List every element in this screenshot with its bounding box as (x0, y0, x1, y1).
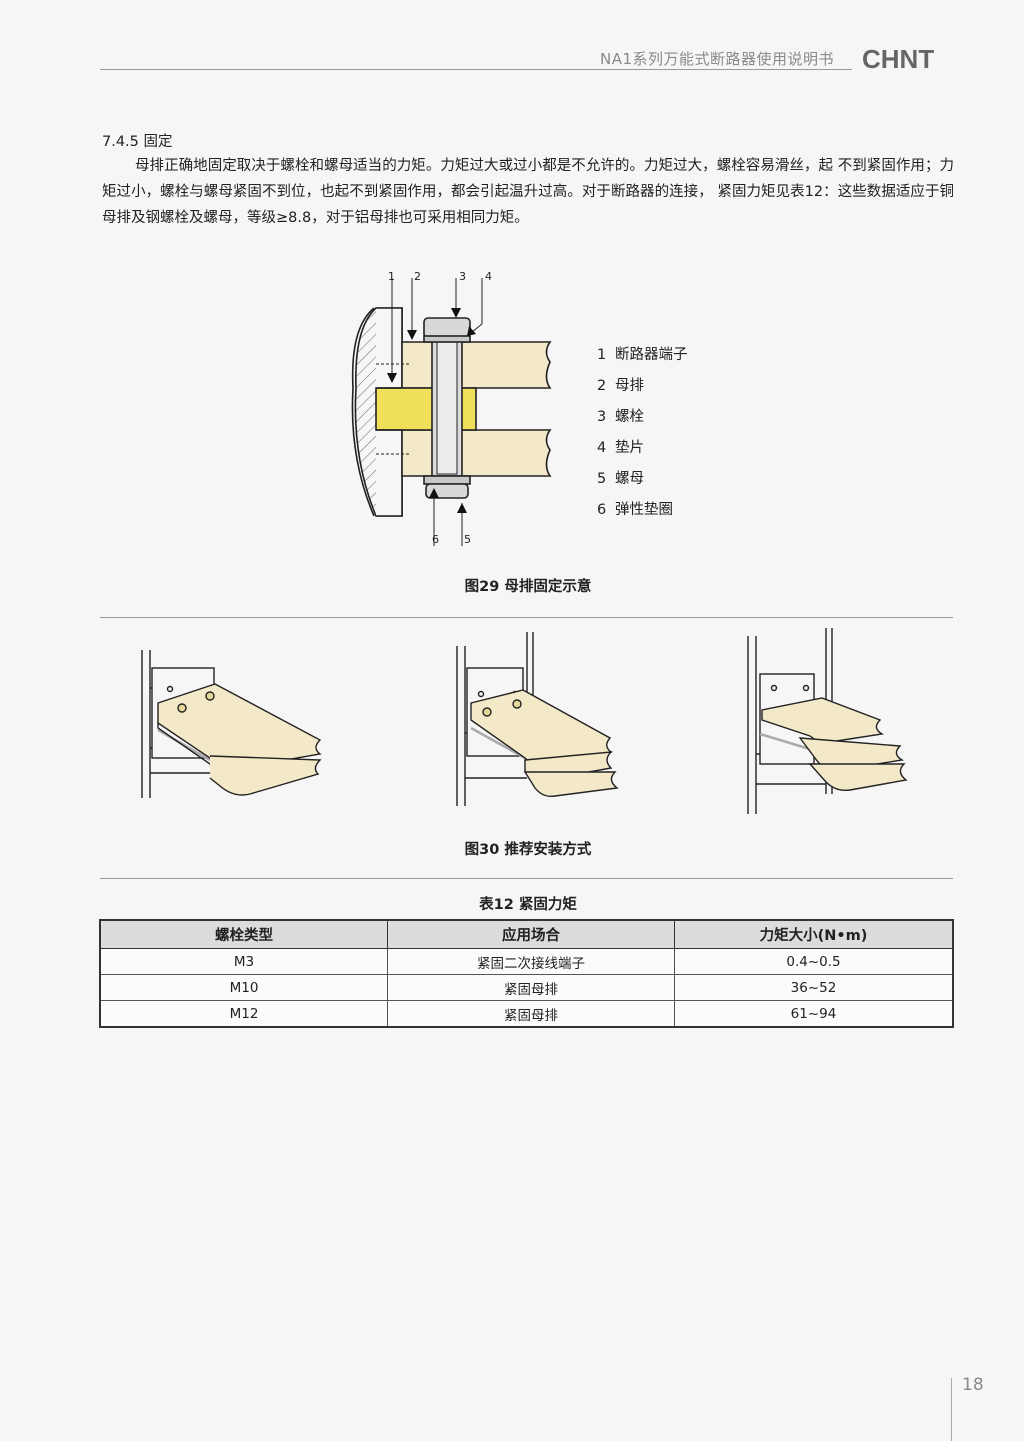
column-header: 螺栓类型 (99, 919, 388, 949)
table-cell: 36~52 (674, 974, 954, 1001)
torque-table: 螺栓类型 应用场合 力矩大小(N•m) M3 紧固二次接线端子 0.4~0.5 … (99, 919, 954, 1028)
section-heading: 7.4.5 固定 (102, 134, 173, 150)
document-title: NA1系列万能式断路器使用说明书 (600, 50, 835, 68)
callout-1: 1 (388, 270, 395, 283)
busbar-fixing-diagram (351, 278, 552, 546)
header-divider (100, 69, 852, 70)
brand-logo: CHNT (862, 44, 935, 74)
table-cell: 紧固母排 (387, 974, 675, 1001)
table12-caption: 表12 紧固力矩 (479, 897, 577, 913)
table-cell: 61~94 (674, 1000, 954, 1028)
table-cell: M12 (99, 1000, 388, 1028)
divider (100, 878, 953, 879)
section-paragraph: 母排正确地固定取决于螺栓和螺母适当的力矩。力矩过大或过小都是不允许的。力矩过大，… (102, 153, 954, 231)
table-cell: 0.4~0.5 (674, 948, 954, 975)
installation-illustration-3 (747, 628, 908, 814)
figure30-caption: 图30 推荐安装方式 (464, 842, 592, 858)
page-number-divider (951, 1378, 952, 1441)
table-row: M12 紧固母排 61~94 (99, 1000, 954, 1028)
column-header: 应用场合 (387, 919, 675, 949)
paragraph-text: 母排正确地固定取决于螺栓和螺母适当的力矩。力矩过大或过小都是不允许的。力矩过大，… (102, 158, 954, 226)
callout-6: 6 (432, 533, 439, 546)
callout-4: 4 (485, 270, 492, 283)
callout-5: 5 (464, 533, 471, 546)
callout-2: 2 (414, 270, 421, 283)
column-header: 力矩大小(N•m) (674, 919, 954, 949)
table-cell: 紧固二次接线端子 (387, 948, 675, 975)
table-header-row: 螺栓类型 应用场合 力矩大小(N•m) (99, 919, 954, 949)
installation-illustration-2 (456, 632, 619, 806)
figure29-caption: 图29 母排固定示意 (464, 579, 592, 595)
table-cell: 紧固母排 (387, 1000, 675, 1028)
table-row: M3 紧固二次接线端子 0.4~0.5 (99, 948, 954, 975)
table-cell: M10 (99, 974, 388, 1001)
divider (100, 617, 953, 618)
table-row: M10 紧固母排 36~52 (99, 974, 954, 1001)
installation-illustration-1 (141, 650, 322, 798)
page-number: 18 (962, 1375, 984, 1395)
table-cell: M3 (99, 948, 388, 975)
callout-3: 3 (459, 270, 466, 283)
